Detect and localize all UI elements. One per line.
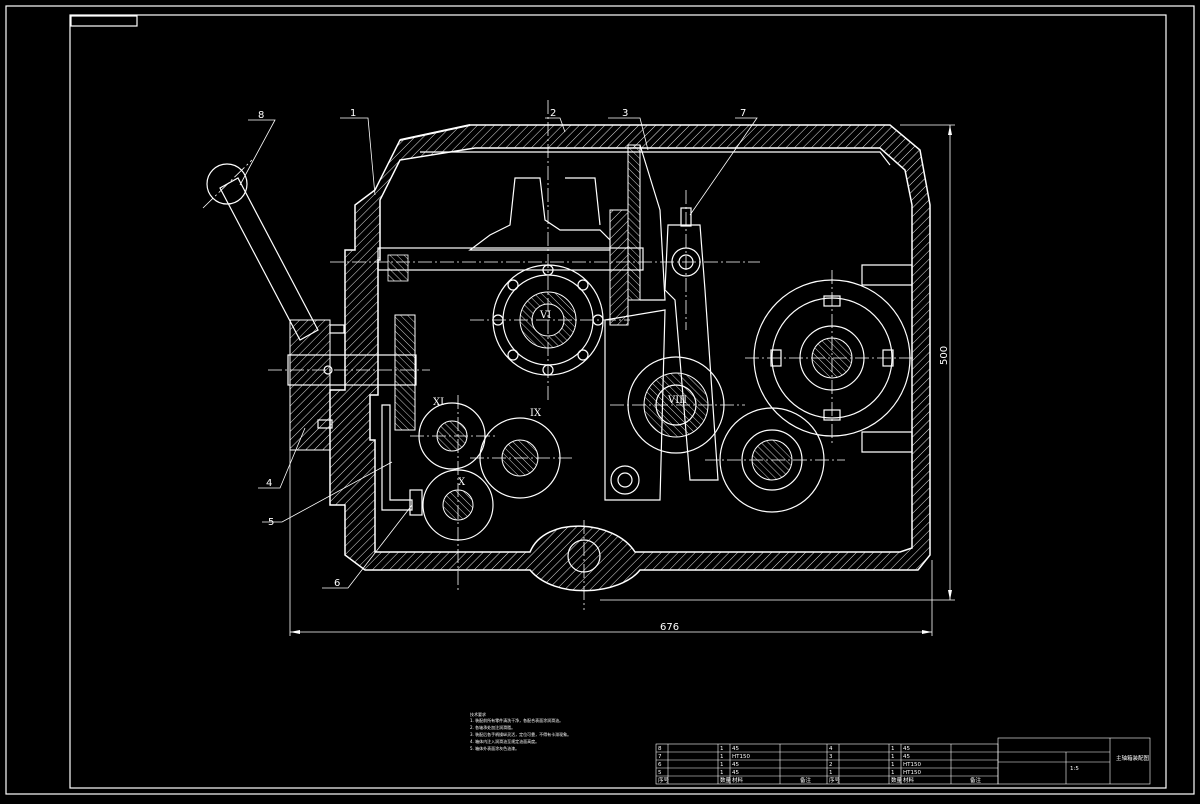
- bom-cell: 1: [720, 762, 724, 768]
- handle-shaft: [287, 354, 417, 386]
- bom-cell: 1: [891, 770, 895, 776]
- bom-cell: 1: [720, 770, 724, 776]
- shaft-label-viii: VIII: [667, 395, 687, 406]
- dimension-width-label: 676: [660, 622, 679, 633]
- bill-of-materials: [655, 743, 999, 785]
- dimension-width: [289, 450, 933, 636]
- bom-cell: 45: [732, 746, 739, 752]
- bom-cell: 1: [829, 770, 833, 776]
- svg-text:2. 各轴承处加注润滑脂。: 2. 各轴承处加注润滑脂。: [470, 724, 515, 730]
- shaft-label-x: X: [458, 477, 466, 488]
- handle-lever[interactable]: [219, 177, 319, 341]
- bom-cell: 1: [720, 746, 724, 752]
- housing-inner-rib: [420, 151, 891, 166]
- sheet-outer-border: [5, 5, 1195, 795]
- internal-rod: [381, 404, 413, 511]
- idler-inner: [617, 472, 633, 488]
- idler-outer: [610, 465, 640, 495]
- bom-cell: 45: [732, 770, 739, 776]
- bom-cell: HT150: [732, 754, 750, 760]
- bom-header-cell: 数量: [720, 776, 732, 784]
- bom-cell: 1: [720, 754, 724, 760]
- part-label-8: 8: [258, 110, 264, 121]
- shaft-label-ix: IX: [530, 408, 542, 419]
- bom-cell: 8: [658, 746, 662, 752]
- dimension-height-label: 500: [939, 346, 950, 365]
- spider-bracket-rib: [565, 177, 601, 226]
- handle-knob[interactable]: [206, 163, 248, 205]
- part-label-2: 2: [550, 108, 556, 119]
- bom-cell: HT150: [903, 762, 921, 768]
- bom-header-cell: 备注: [800, 776, 812, 784]
- bom-header-cell: 数量: [891, 776, 903, 784]
- bom-cell: 1: [891, 746, 895, 752]
- shaft-label-xi: XI: [433, 397, 444, 408]
- part-label-3: 3: [622, 108, 628, 119]
- part-label-5: 5: [268, 517, 274, 528]
- dimension-height: [600, 124, 955, 601]
- bom-cell: 6: [658, 762, 662, 768]
- part-label-6: 6: [334, 578, 340, 589]
- bom-header-cell: 材料: [732, 776, 744, 784]
- bom-header-cell: 材料: [903, 776, 915, 784]
- lever-bracket: [664, 224, 719, 481]
- spindle-cover-bottom: [861, 431, 913, 453]
- leaders: [239, 117, 758, 589]
- title-block-title: 主轴箱装配图: [1116, 754, 1150, 762]
- handle-screw-bottom: [317, 419, 333, 429]
- title-block: [997, 737, 1151, 785]
- bom-cell: 45: [903, 746, 910, 752]
- housing-top-edge: [399, 124, 471, 141]
- bom-header-cell: 序号: [658, 776, 670, 784]
- part-label-7: 7: [740, 108, 746, 119]
- bom-cell: 1: [891, 754, 895, 760]
- shaft-label-vi: VI: [539, 310, 551, 321]
- svg-text:1. 装配前所有零件清洗干净，各配合表面涂润滑油。: 1. 装配前所有零件清洗干净，各配合表面涂润滑油。: [470, 717, 563, 723]
- bom-cell: 7: [658, 754, 662, 760]
- technical-notes: 技术要求 1. 装配前所有零件清洗干净，各配合表面涂润滑油。 2. 各轴承处加注…: [470, 711, 571, 751]
- handle-knob-centerline: [202, 159, 253, 209]
- svg-text:5. 箱体外表面涂灰色油漆。: 5. 箱体外表面涂灰色油漆。: [470, 745, 519, 751]
- spindle-cover-top: [861, 264, 913, 286]
- part-label-4: 4: [266, 478, 272, 489]
- sheet-corner-box: [70, 15, 138, 27]
- shift-fork: [627, 144, 641, 301]
- handle-collar: [394, 314, 416, 431]
- rod-nut: [409, 489, 423, 516]
- svg-text:4. 箱体内注入润滑油至规定油面高度。: 4. 箱体内注入润滑油至规定油面高度。: [470, 738, 539, 744]
- lever-plate: [604, 309, 666, 501]
- shaft-nut: [387, 254, 409, 282]
- bom-cell: 45: [903, 754, 910, 760]
- svg-text:技术要求: 技术要求: [470, 711, 486, 717]
- sheet-inner-border: [69, 14, 1167, 789]
- bom-cell: 5: [658, 770, 662, 776]
- fork-block: [609, 209, 629, 326]
- spider-bracket: [468, 177, 611, 251]
- bom-cell: 2: [829, 762, 833, 768]
- part-label-1: 1: [350, 108, 356, 119]
- fork-arm: [639, 144, 666, 301]
- bom-cell: HT150: [903, 770, 921, 776]
- svg-text:3. 装配后各手柄操纵灵活，定位可靠，不得有卡滞现象。: 3. 装配后各手柄操纵灵活，定位可靠，不得有卡滞现象。: [470, 731, 571, 737]
- bom-cell: 4: [829, 746, 833, 752]
- bom-header-cell: 序号: [829, 776, 841, 784]
- handle-screw-top: [329, 324, 345, 334]
- title-block-scale: 1:5: [1070, 766, 1079, 772]
- bom-header-cell: 备注: [970, 776, 982, 784]
- bom-cell: 1: [891, 762, 895, 768]
- control-shaft: [377, 247, 644, 271]
- bom-cell: 45: [732, 762, 739, 768]
- bom-cell: 3: [829, 754, 833, 760]
